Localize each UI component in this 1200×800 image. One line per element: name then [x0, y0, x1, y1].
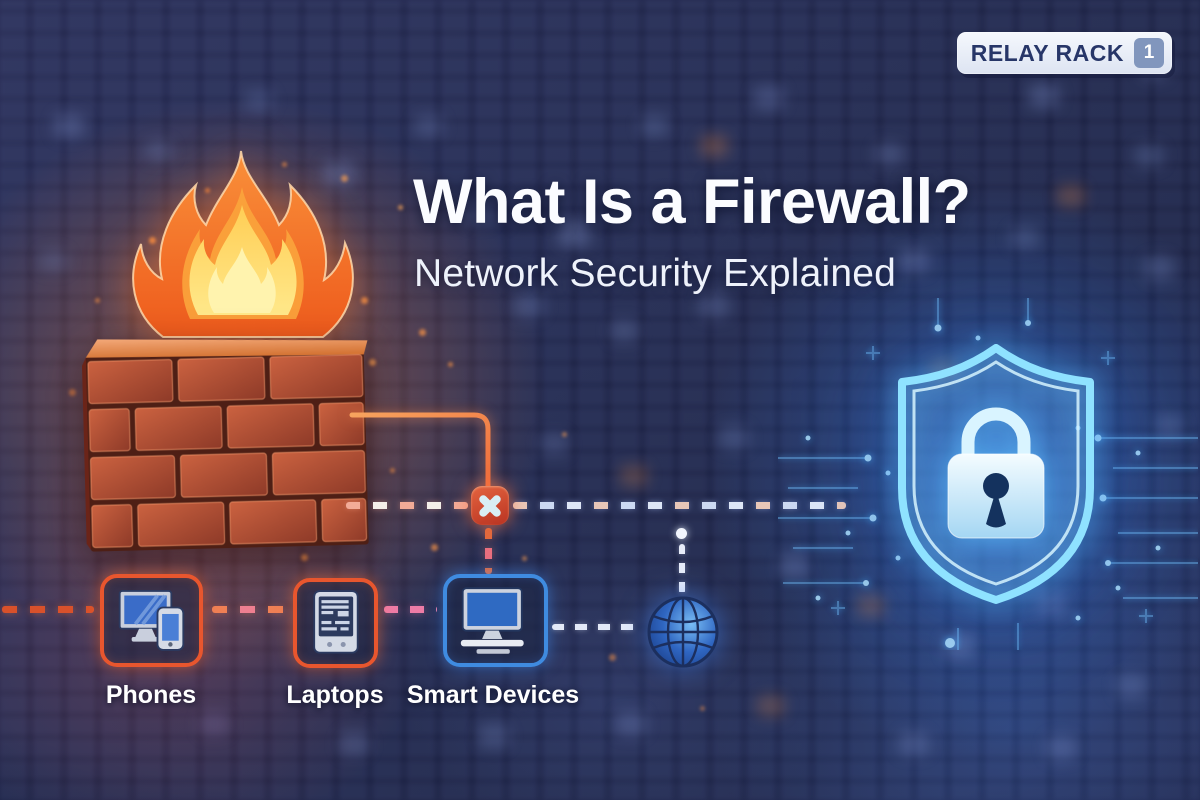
shield-lock-icon: [898, 344, 1094, 604]
firewall-connector-line: [349, 412, 491, 491]
dashed-line-x-to-devices: [485, 528, 492, 574]
dashed-line-laptops-to-smart: [384, 606, 437, 613]
device-label-phones: Phones: [105, 681, 197, 709]
dashed-line-wall-to-x: [346, 502, 468, 509]
ember-sparks-decoration: [0, 0, 5, 5]
dashed-line-edge-to-phones: [2, 606, 94, 613]
background-mosaic-squares: [0, 0, 18, 12]
device-label-laptops: Laptops: [286, 681, 384, 709]
dashed-line-smart-to-globe: [552, 624, 640, 630]
dashed-line-node-to-globe: [679, 544, 685, 594]
brand-name: RELAY RACK: [970, 39, 1124, 66]
page-subtitle: Network Security Explained: [414, 252, 897, 295]
phones-icon: [100, 574, 203, 667]
network-node-dot: [676, 528, 687, 539]
globe-icon: [647, 596, 719, 668]
dashed-line-phones-to-laptops: [212, 606, 286, 613]
desktop-computer-glyph: [460, 587, 524, 654]
desktop-and-phone-glyph: [118, 589, 185, 651]
brand-badge-number: 1: [1134, 38, 1164, 68]
laptops-icon: [293, 578, 378, 668]
brand-logo: RELAY RACK 1: [956, 32, 1172, 74]
tablet-document-glyph: [313, 590, 359, 654]
x-blocked-icon: [471, 486, 509, 525]
smart-devices-icon: [443, 574, 548, 667]
fire-icon: [132, 150, 354, 338]
device-label-smart: Smart Devices: [406, 681, 580, 709]
dashed-line-x-to-shield: [513, 502, 846, 509]
page-title: What Is a Firewall?: [413, 167, 971, 237]
brick-wall-icon: [81, 339, 369, 552]
